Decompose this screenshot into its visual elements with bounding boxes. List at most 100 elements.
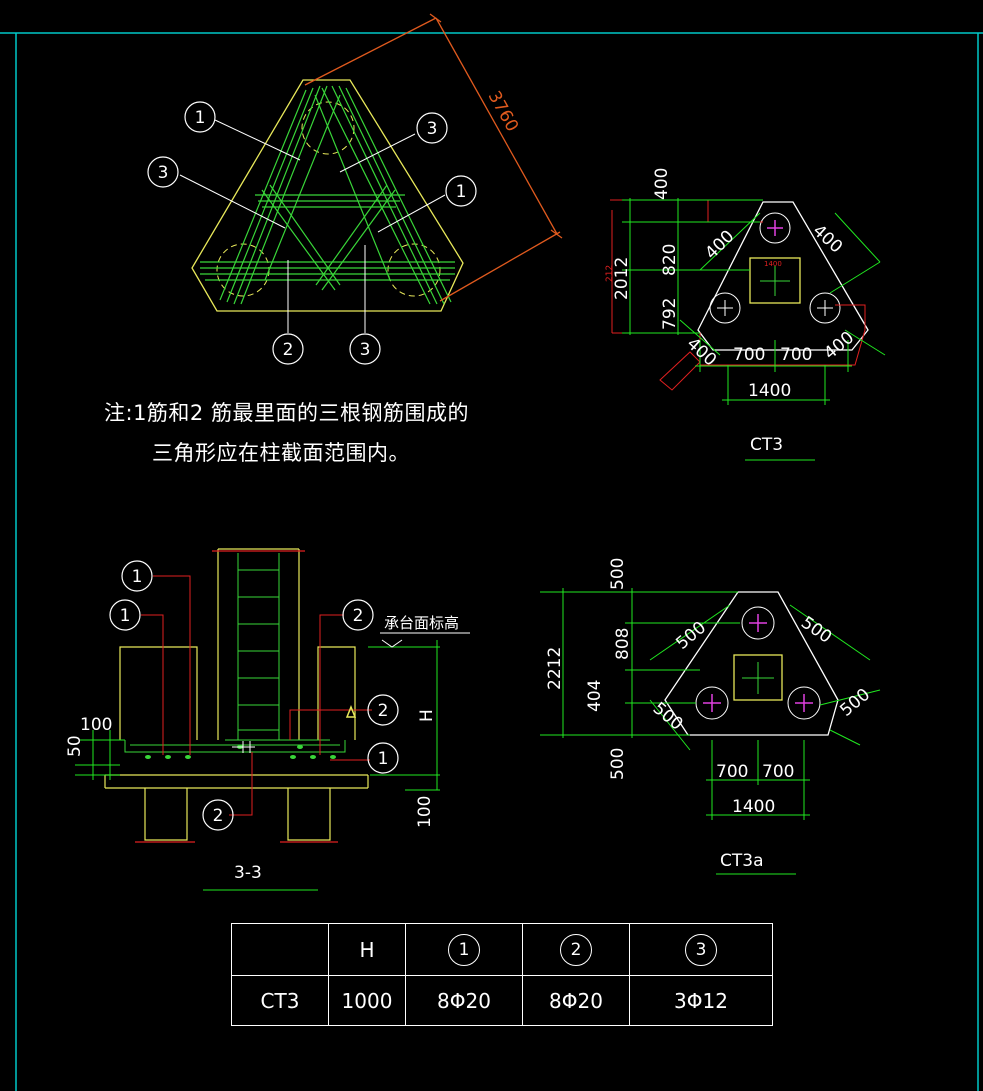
- reinforcement-table: H 1 2 3 CT3 1000 8Φ20 8Φ20 3Φ12: [231, 923, 773, 1026]
- drawing-line: [829, 729, 861, 746]
- drawing-line: [844, 329, 886, 356]
- drawing-polyline: [141, 614, 164, 755]
- ct3-dimensions: [622, 198, 886, 461]
- drawing-line: [345, 87, 452, 303]
- drawing-polyline: [319, 614, 344, 755]
- drawing-line: [649, 699, 691, 751]
- ct3-dim: 2012: [612, 257, 632, 300]
- drawing-line: [429, 13, 442, 23]
- ct3-dim: 1400: [748, 381, 791, 401]
- table-header-cell: [231, 923, 329, 976]
- callout-text: 2: [283, 340, 294, 360]
- drawing-line: [377, 194, 446, 233]
- ct3a-dimensions: [540, 588, 881, 875]
- ct3-dim: 700: [780, 345, 812, 365]
- drawing-line: [214, 119, 301, 161]
- dimension-3760: [304, 13, 563, 302]
- ct3-dim: 700: [733, 345, 765, 365]
- section-callout: 1: [378, 749, 389, 769]
- drawing-ellipse: [310, 755, 316, 759]
- ct3-dim: 400: [652, 168, 672, 200]
- drawing-polyline: [289, 709, 372, 740]
- section-dim-100: 100: [80, 715, 112, 735]
- drawing-line: [550, 229, 563, 239]
- callout-circles: [147, 101, 477, 365]
- ct3a-dim: 1400: [732, 797, 775, 817]
- drawing-line: [699, 212, 761, 271]
- ct3a-plan-view: 500 2212 808 404 500 500 500 500 500 700…: [540, 558, 881, 875]
- rebar-group: [200, 85, 455, 305]
- drawing-circle: [445, 175, 477, 207]
- drawing-line: [314, 94, 391, 281]
- ct3a-dim: 500: [649, 699, 687, 735]
- section-H: H: [417, 709, 437, 722]
- drawing-circle: [349, 333, 381, 365]
- drawing-line: [315, 184, 388, 286]
- callout-text: 3: [360, 340, 371, 360]
- ct3a-dim: 500: [608, 558, 628, 590]
- drawing-line: [435, 17, 558, 235]
- drawing-circle: [809, 292, 841, 324]
- drawing-line: [219, 89, 307, 301]
- drawing-frame: [0, 32, 983, 1091]
- ct3-dim: 792: [660, 298, 680, 330]
- section-callout: 1: [120, 606, 131, 626]
- drawing-line: [321, 87, 431, 305]
- ct3-dim: 400: [820, 328, 858, 364]
- ct3-plan-view: 400 2012 212 820 792 400 400 400 400 700…: [605, 168, 886, 461]
- drawing-ellipse: [290, 755, 296, 759]
- table-header-cell: H: [328, 923, 406, 976]
- ct3-dim: 820: [660, 244, 680, 276]
- drawing-line: [226, 87, 314, 303]
- drawing-circle: [367, 742, 399, 774]
- drawing-line: [819, 689, 881, 706]
- pile-cap-outline: [191, 79, 464, 312]
- drawing-line: [834, 212, 881, 263]
- drawing-polyline: [287, 788, 331, 841]
- drawing-line: [439, 231, 561, 302]
- callout-text: 3: [158, 163, 169, 183]
- table-header-cell: 1: [405, 923, 523, 976]
- dim-3760-label: 3760: [484, 88, 522, 136]
- drawing-line: [264, 94, 341, 281]
- drawing-line: [321, 189, 396, 291]
- section-callout: 2: [353, 606, 364, 626]
- drawing-circle: [202, 799, 234, 831]
- ct3a-outline: [664, 591, 839, 736]
- drawing-ellipse: [165, 755, 171, 759]
- table-header-circle: 1: [448, 933, 480, 966]
- drawing-polyline: [610, 199, 763, 223]
- note-line-1: 注:1筋和2 筋最里面的三根钢筋围成的: [104, 401, 469, 425]
- ct3a-dim: 2212: [545, 647, 565, 690]
- drawing-circle: [709, 292, 741, 324]
- drawing-line: [261, 189, 336, 291]
- table-header-circle: 3: [685, 933, 717, 966]
- section-dim-50: 50: [65, 735, 85, 757]
- table-cell: 1000: [328, 975, 406, 1026]
- ct3-dim: 212: [605, 265, 615, 282]
- drawing-line: [331, 85, 438, 305]
- callout-text: 3: [427, 119, 438, 139]
- drawing-circle: [272, 333, 304, 365]
- ct3-outline: [697, 201, 869, 351]
- ct3a-dim: 500: [797, 613, 835, 648]
- callout-text: 1: [195, 108, 206, 128]
- drawing-circle: [301, 101, 355, 155]
- drawing-polyline: [381, 639, 403, 648]
- table-row: CT3 1000 8Φ20 8Φ20 3Φ12: [231, 975, 773, 1026]
- section-callout: 1: [132, 567, 143, 587]
- drawing-line: [269, 184, 341, 286]
- table-cell: 8Φ20: [522, 975, 630, 1026]
- ct3a-dim: 500: [836, 685, 874, 721]
- drawing-circle: [109, 599, 141, 631]
- ct3-dim: 400: [809, 221, 847, 258]
- table-cell: CT3: [231, 975, 329, 1026]
- ct3-col-dim: 1400: [764, 260, 782, 268]
- callout-leaders: [179, 119, 446, 333]
- drawing-polygon: [345, 704, 357, 718]
- drawing-polyline: [317, 646, 356, 740]
- ct3a-dim: 808: [613, 628, 633, 660]
- drawing-line: [240, 85, 328, 305]
- drawing-circle: [121, 560, 153, 592]
- drawing-circle: [367, 694, 399, 726]
